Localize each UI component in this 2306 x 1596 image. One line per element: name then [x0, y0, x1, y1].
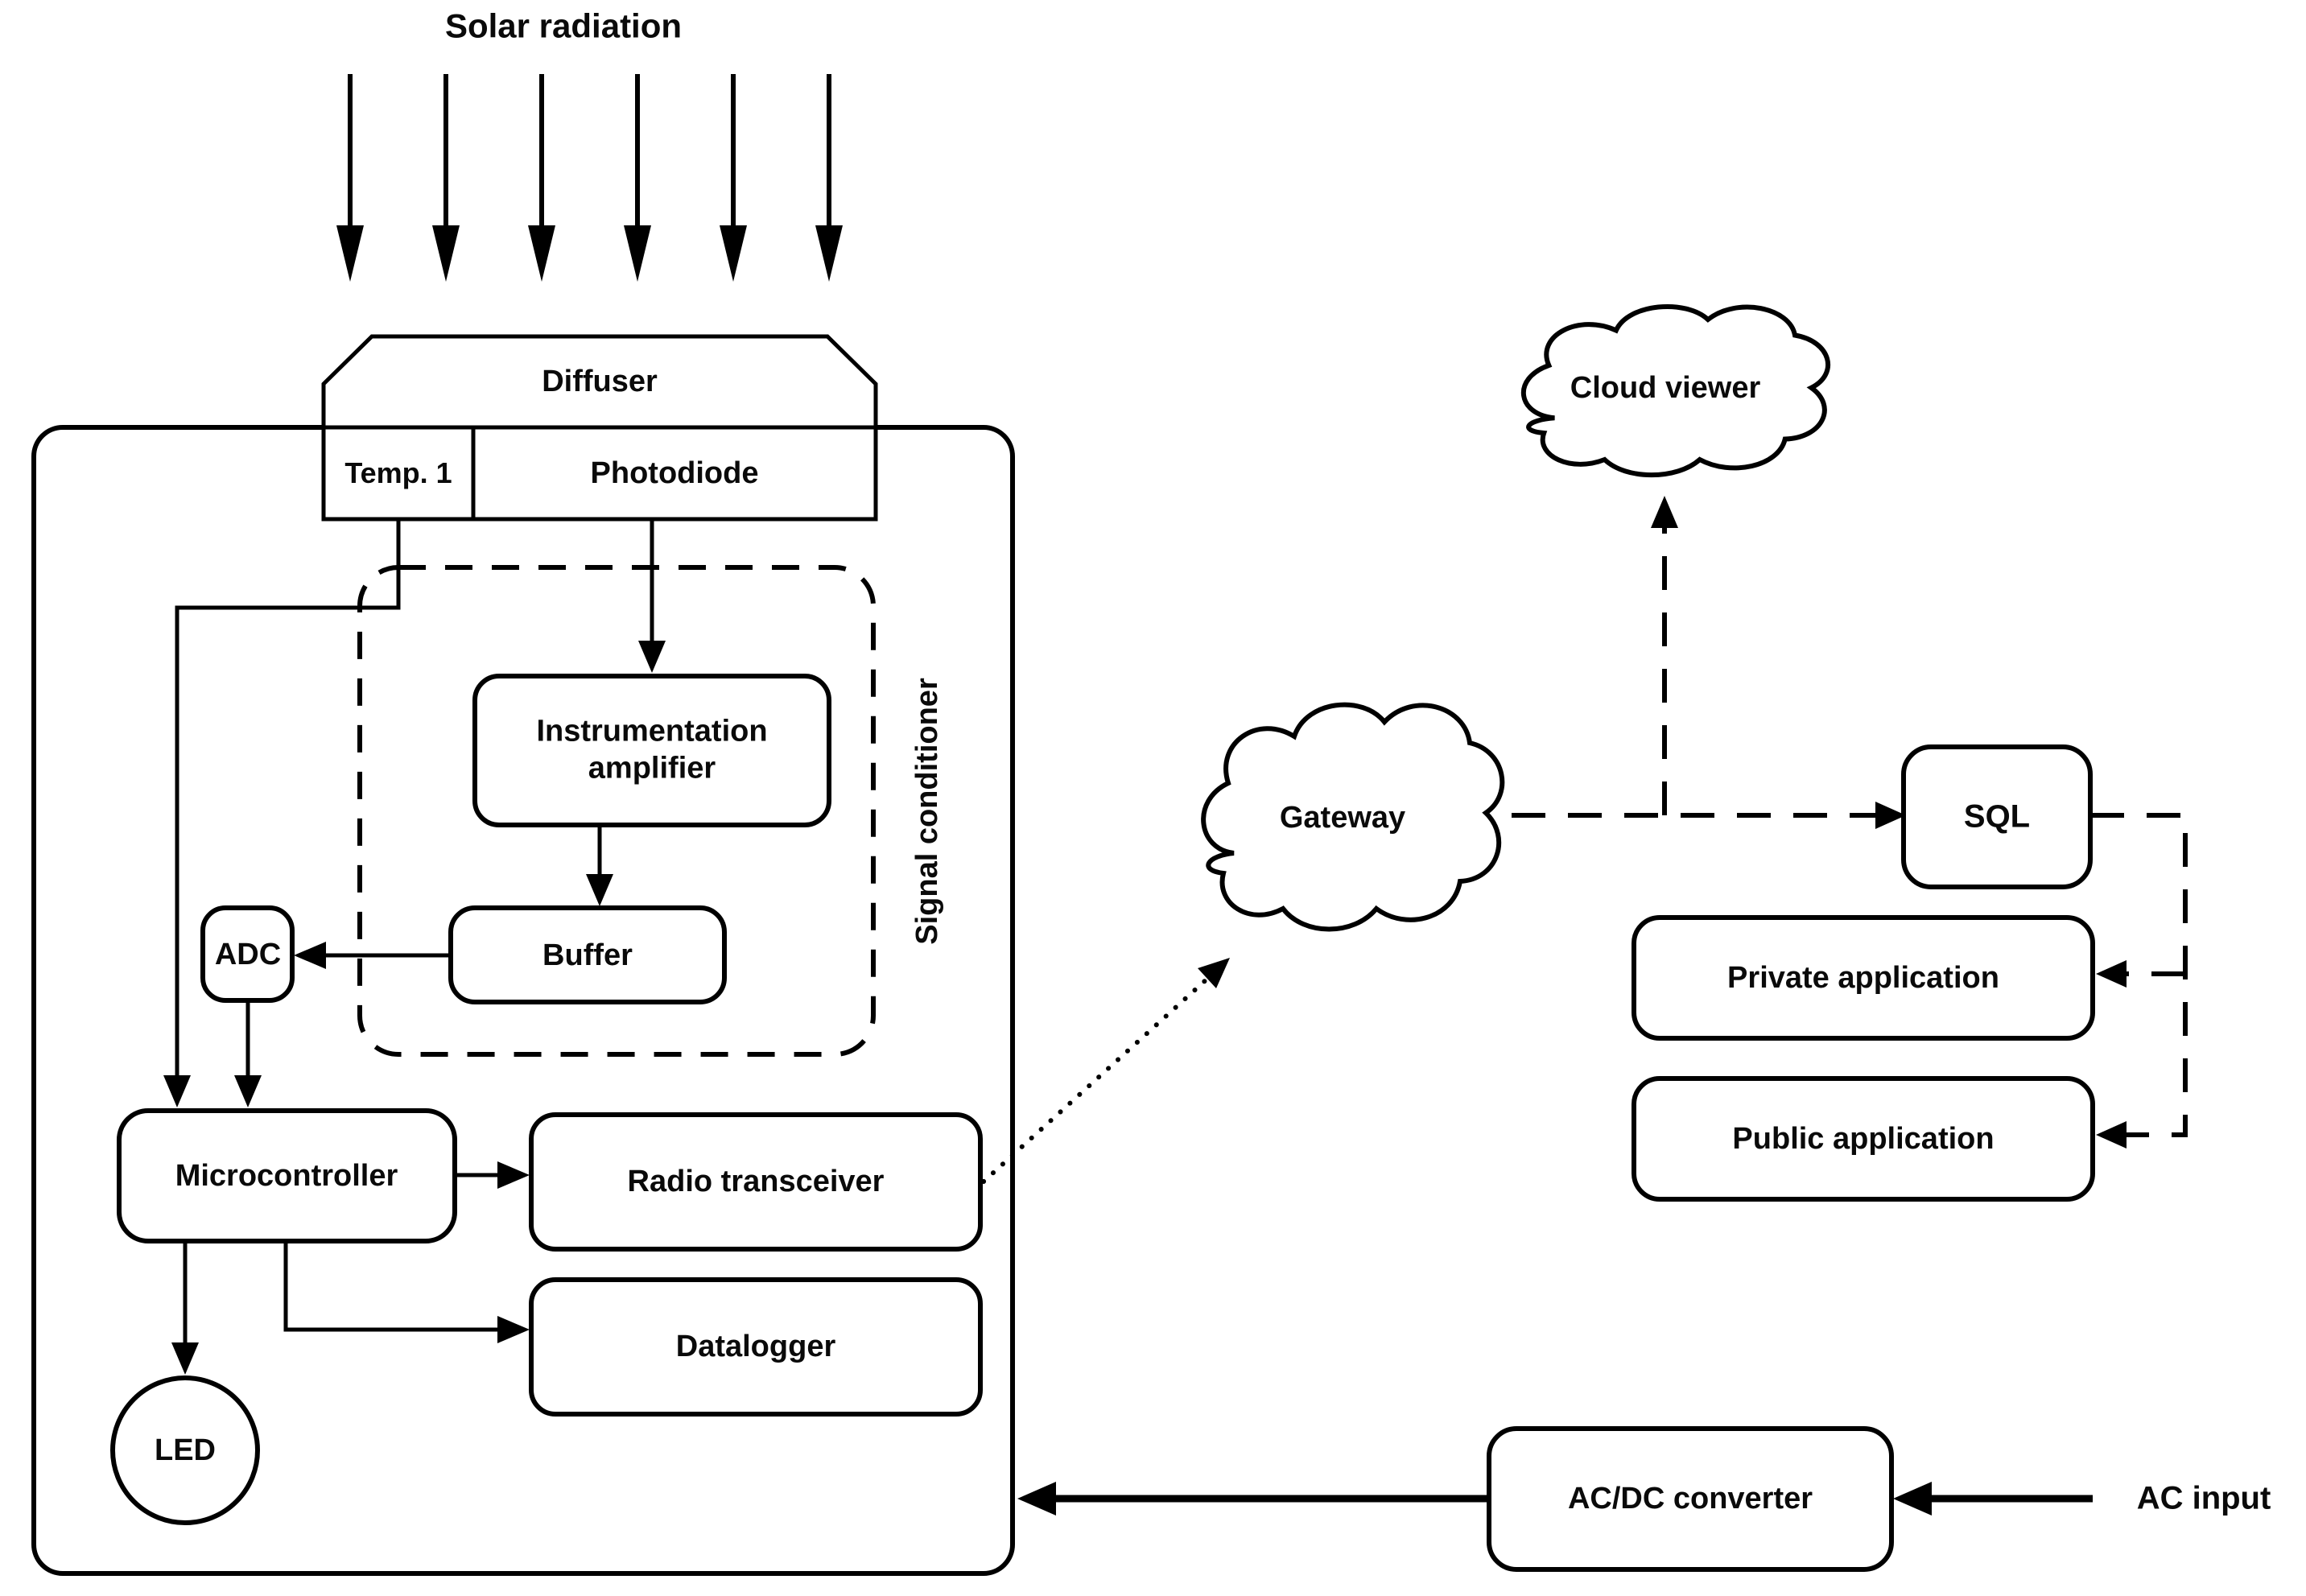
- private-application-box: [1632, 915, 2095, 1041]
- microcontroller-label: Microcontroller: [175, 1158, 398, 1193]
- cloud-viewer-cloud: [1524, 307, 1828, 475]
- wire-temp1-to-micro: [175, 519, 401, 1075]
- signal-conditioner-label: Signal conditioner: [910, 678, 944, 945]
- buffer-label: Buffer: [542, 938, 633, 972]
- adc-box: [200, 905, 295, 1003]
- ac-input-label: AC input: [2136, 1480, 2271, 1516]
- public-application-label: Public application: [1732, 1121, 1995, 1156]
- component-boxes: [110, 674, 2095, 1572]
- power-arrows: [1017, 1482, 2093, 1516]
- temp1-label: Temp. 1: [344, 456, 452, 490]
- datalogger-label: Datalogger: [675, 1329, 836, 1363]
- internal-wires: [163, 519, 666, 1375]
- instrumentation-amplifier-label: Instrumentation amplifier: [536, 714, 768, 786]
- solar-radiation-label: Solar radiation: [444, 6, 683, 45]
- sql-label: SQL: [1963, 798, 2031, 835]
- gateway-cloud: [1203, 705, 1502, 930]
- public-application-box: [1632, 1076, 2095, 1202]
- photodiode-label: Photodiode: [590, 456, 759, 490]
- radio-transceiver-label: Radio transceiver: [627, 1164, 885, 1198]
- network-link-arrowheads: [1651, 496, 2127, 1149]
- gateway-label: Gateway: [1279, 800, 1406, 835]
- wire-micro-to-datalogger: [283, 1241, 497, 1332]
- datalogger-box: [529, 1277, 983, 1417]
- photodiode-box: [471, 425, 878, 522]
- microcontroller-box: [117, 1108, 457, 1243]
- diffuser-label: Diffuser: [542, 364, 658, 398]
- led-circle: [110, 1375, 260, 1525]
- network-links-dashed: [1512, 528, 2188, 1137]
- private-application-label: Private application: [1727, 960, 1999, 995]
- sql-box: [1901, 744, 2093, 889]
- cloud-viewer-label: Cloud viewer: [1570, 370, 1761, 405]
- instrumentation-amplifier-box: [472, 674, 831, 827]
- radio-link-dotted: [981, 958, 1230, 1184]
- buffer-box: [448, 905, 727, 1004]
- solar-rays: [336, 74, 843, 282]
- radio-transceiver-box: [529, 1112, 983, 1252]
- acdc-converter-label: AC/DC converter: [1567, 1481, 1813, 1516]
- adc-label: ADC: [214, 937, 282, 971]
- led-label: LED: [155, 1433, 216, 1467]
- signal-conditioner-box: [357, 565, 876, 1057]
